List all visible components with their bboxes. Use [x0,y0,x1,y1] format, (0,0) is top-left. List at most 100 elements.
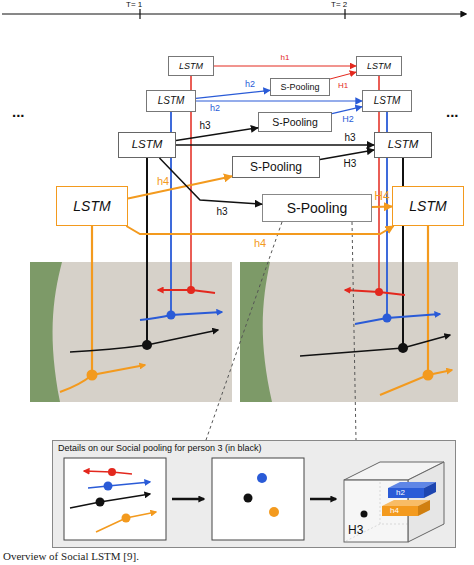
person-dot [423,370,434,381]
pooling-box: S-Pooling [262,194,372,222]
lstm-box: LSTM [392,186,464,226]
hidden-state-block [388,488,424,498]
hidden-state-block [382,506,418,516]
figure-caption: Overview of Social LSTM [9]. [3,551,139,562]
state-arrow [330,72,356,79]
box-label: LSTM [158,96,185,106]
time-step-label: T= 2 [331,1,347,9]
tensor-face [344,480,408,542]
lstm-box: LSTM [146,90,196,112]
trajectory [88,482,150,488]
person-link [146,158,148,345]
lstm-box: LSTM [168,56,214,76]
grass-patch [30,262,62,402]
detail-inset: Details on our Social pooling for person… [52,440,456,548]
box-label: LSTM [409,199,446,213]
trajectory [70,330,218,352]
ellipsis: ... [12,104,25,119]
hidden-state-label: h4 [390,507,399,515]
time-step-label: T= 1 [126,1,142,9]
hidden-state-label: H3 [344,159,357,169]
hidden-state-label: h2 [396,489,405,497]
person-dot [269,507,279,517]
step-arrow [172,498,204,501]
trajectory [158,290,215,293]
person-dot [383,314,392,323]
trajectory [140,312,222,320]
trajectory [345,290,405,295]
box-label: LSTM [179,62,203,71]
hidden-state-label: h3 [216,207,227,217]
inset-panel [64,458,166,540]
lstm-box: LSTM [56,186,128,226]
hidden-state-label: h2 [245,80,255,89]
hidden-state-label: h3 [344,133,355,143]
lstm-box: LSTM [362,90,412,112]
hidden-state-label: H1 [338,82,348,90]
state-arrow [126,226,393,234]
box-label: LSTM [374,96,401,106]
lstm-box: LSTM [356,56,402,76]
trajectory [70,494,150,508]
hidden-state-block [418,500,430,516]
box-label: S-Pooling [287,201,348,215]
state-arrow [320,150,374,159]
tensor-name: H3 [348,524,363,536]
hidden-state-label: H4 [374,190,389,202]
state-arrow [214,66,356,67]
pooling-box: S-Pooling [232,156,320,178]
lstm-box: LSTM [374,132,432,158]
person-dot [167,311,176,320]
grass-patch [240,262,272,402]
inset-panel [212,458,304,540]
person-dot [142,340,152,350]
box-label: LSTM [132,139,163,151]
person-dot [361,511,368,518]
timeline-axis [2,14,466,15]
box-label: LSTM [388,139,419,151]
hidden-state-block [424,482,436,498]
hidden-state-label: h2 [210,104,220,113]
state-arrow [372,206,392,208]
zoom-line [206,222,356,440]
pooling-box: S-Pooling [270,78,330,96]
state-arrow [176,128,258,141]
hidden-state-label: h1 [281,54,290,62]
trajectory [96,512,156,532]
state-arrow [160,158,263,204]
box-label: LSTM [367,62,391,71]
state-arrow [128,176,232,198]
step-arrow [310,498,336,501]
trajectory [300,335,450,356]
inset-heading: Details on our Social pooling for person… [58,444,262,453]
person-link [427,226,429,375]
timeline-tick [140,9,345,19]
box-label: LSTM [73,199,110,213]
box-label: S-Pooling [272,117,318,128]
trajectory [84,471,132,474]
box-label: S-Pooling [250,161,302,173]
person-dot [257,473,267,483]
person-dot [96,498,105,507]
hidden-state-label: h4 [157,176,169,187]
person-dot [104,482,113,491]
person-dot [87,370,98,381]
hidden-state-label: h4 [254,238,266,249]
state-arrow [196,100,362,101]
hidden-state-label: H2 [342,115,354,124]
person-link [91,226,93,375]
person-dot [108,468,116,476]
trajectory [60,365,145,392]
box-label: S-Pooling [280,83,319,92]
trajectory [355,314,440,324]
inset-background [52,440,456,548]
pooling-tensor-box: H3 [342,458,454,544]
state-arrow [196,90,270,98]
state-arrow [332,107,362,114]
person-dot [375,288,383,296]
state-arrow [176,144,374,146]
scene-image [30,262,232,402]
lstm-box: LSTM [118,132,176,158]
person-dot [244,494,253,503]
